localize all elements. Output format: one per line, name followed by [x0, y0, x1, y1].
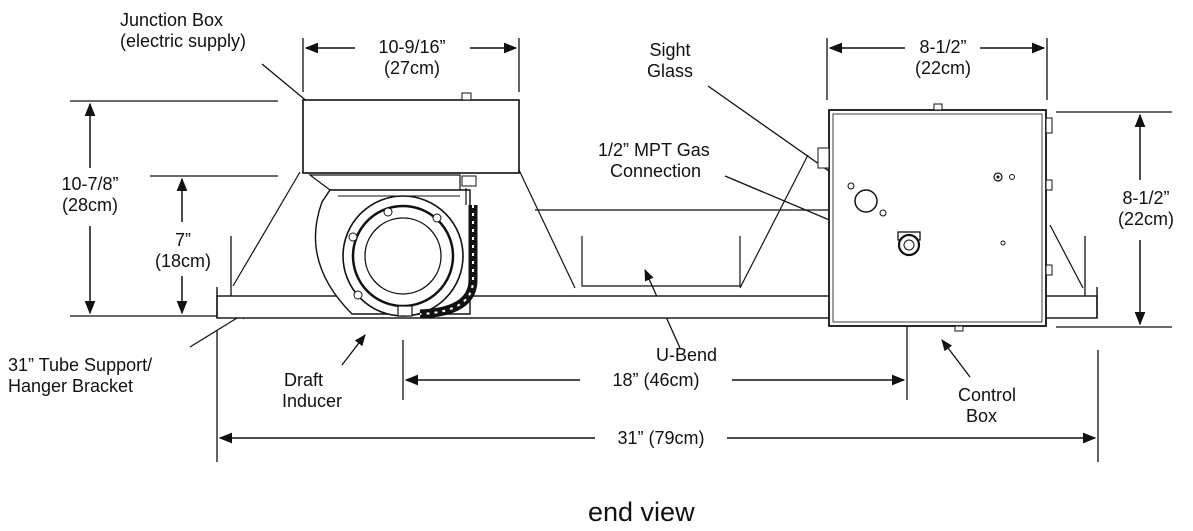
view-title: end view: [588, 497, 695, 527]
u-bend-tray: [581, 236, 741, 287]
junction-width-dimension: 10-9/16” (27cm): [348, 37, 476, 79]
junction-box-label: Junction Box (electric supply): [120, 10, 246, 52]
sight-glass-label-line1: Sight: [649, 40, 691, 60]
gas-connection-label-line1: 1/2” MPT Gas: [598, 140, 710, 160]
inducer-height-value: 7”: [174, 230, 191, 250]
unit-body: [216, 92, 1098, 332]
overall-height-value: 10-7/8”: [61, 174, 119, 194]
control-height-dimension: 8-1/2” (22cm): [1100, 188, 1192, 230]
junction-width-metric: (27cm): [383, 58, 440, 78]
control-height-value: 8-1/2”: [1122, 188, 1170, 208]
draft-inducer-label-line1: Draft: [284, 370, 324, 390]
u-bend-label: U-Bend: [656, 345, 718, 365]
draft-inducer-label: Draft Inducer: [282, 370, 342, 412]
control-height-metric: (22cm): [1117, 209, 1174, 229]
junction-box-label-line2: (electric supply): [120, 31, 247, 51]
gas-connection-label: 1/2” MPT Gas Connection: [598, 140, 710, 182]
tube-support-label-line1: 31” Tube Support/: [8, 355, 153, 375]
tube-support-label-line2: Hanger Bracket: [8, 376, 134, 396]
overall-height-metric: (28cm): [61, 195, 118, 215]
sight-glass-label: Sight Glass: [640, 40, 700, 82]
overall-height-dimension: 10-7/8” (28cm): [40, 174, 140, 216]
inducer-hose: [419, 205, 478, 319]
sight-glass: [854, 189, 878, 213]
ubend-span-dimension: 18” (46cm): [612, 370, 700, 390]
junction-box: [302, 99, 520, 174]
control-box-label-line1: Control: [958, 385, 1017, 405]
tube-support-label: 31” Tube Support/ Hanger Bracket: [8, 355, 152, 397]
control-width-metric: (22cm): [914, 58, 971, 78]
control-width-dimension: 8-1/2” (22cm): [895, 37, 991, 79]
dimension-lines: [84, 42, 1146, 444]
draft-inducer-label-line2: Inducer: [282, 391, 343, 411]
control-box-label: Control Box: [958, 385, 1016, 427]
draft-inducer-housing: [308, 174, 477, 317]
control-box: [828, 109, 1047, 327]
control-width-value: 8-1/2”: [919, 37, 967, 57]
control-box-label-line2: Box: [966, 406, 998, 426]
inducer-height-dimension: 7” (18cm): [138, 230, 228, 272]
inducer-height-metric: (18cm): [154, 251, 211, 271]
sight-glass-label-line2: Glass: [646, 61, 693, 81]
gas-connection-label-line2: Connection: [610, 161, 702, 181]
junction-width-value: 10-9/16”: [378, 37, 446, 57]
junction-box-label-line1: Junction Box: [120, 10, 224, 30]
overall-width-dimension: 31” (79cm): [617, 428, 705, 448]
